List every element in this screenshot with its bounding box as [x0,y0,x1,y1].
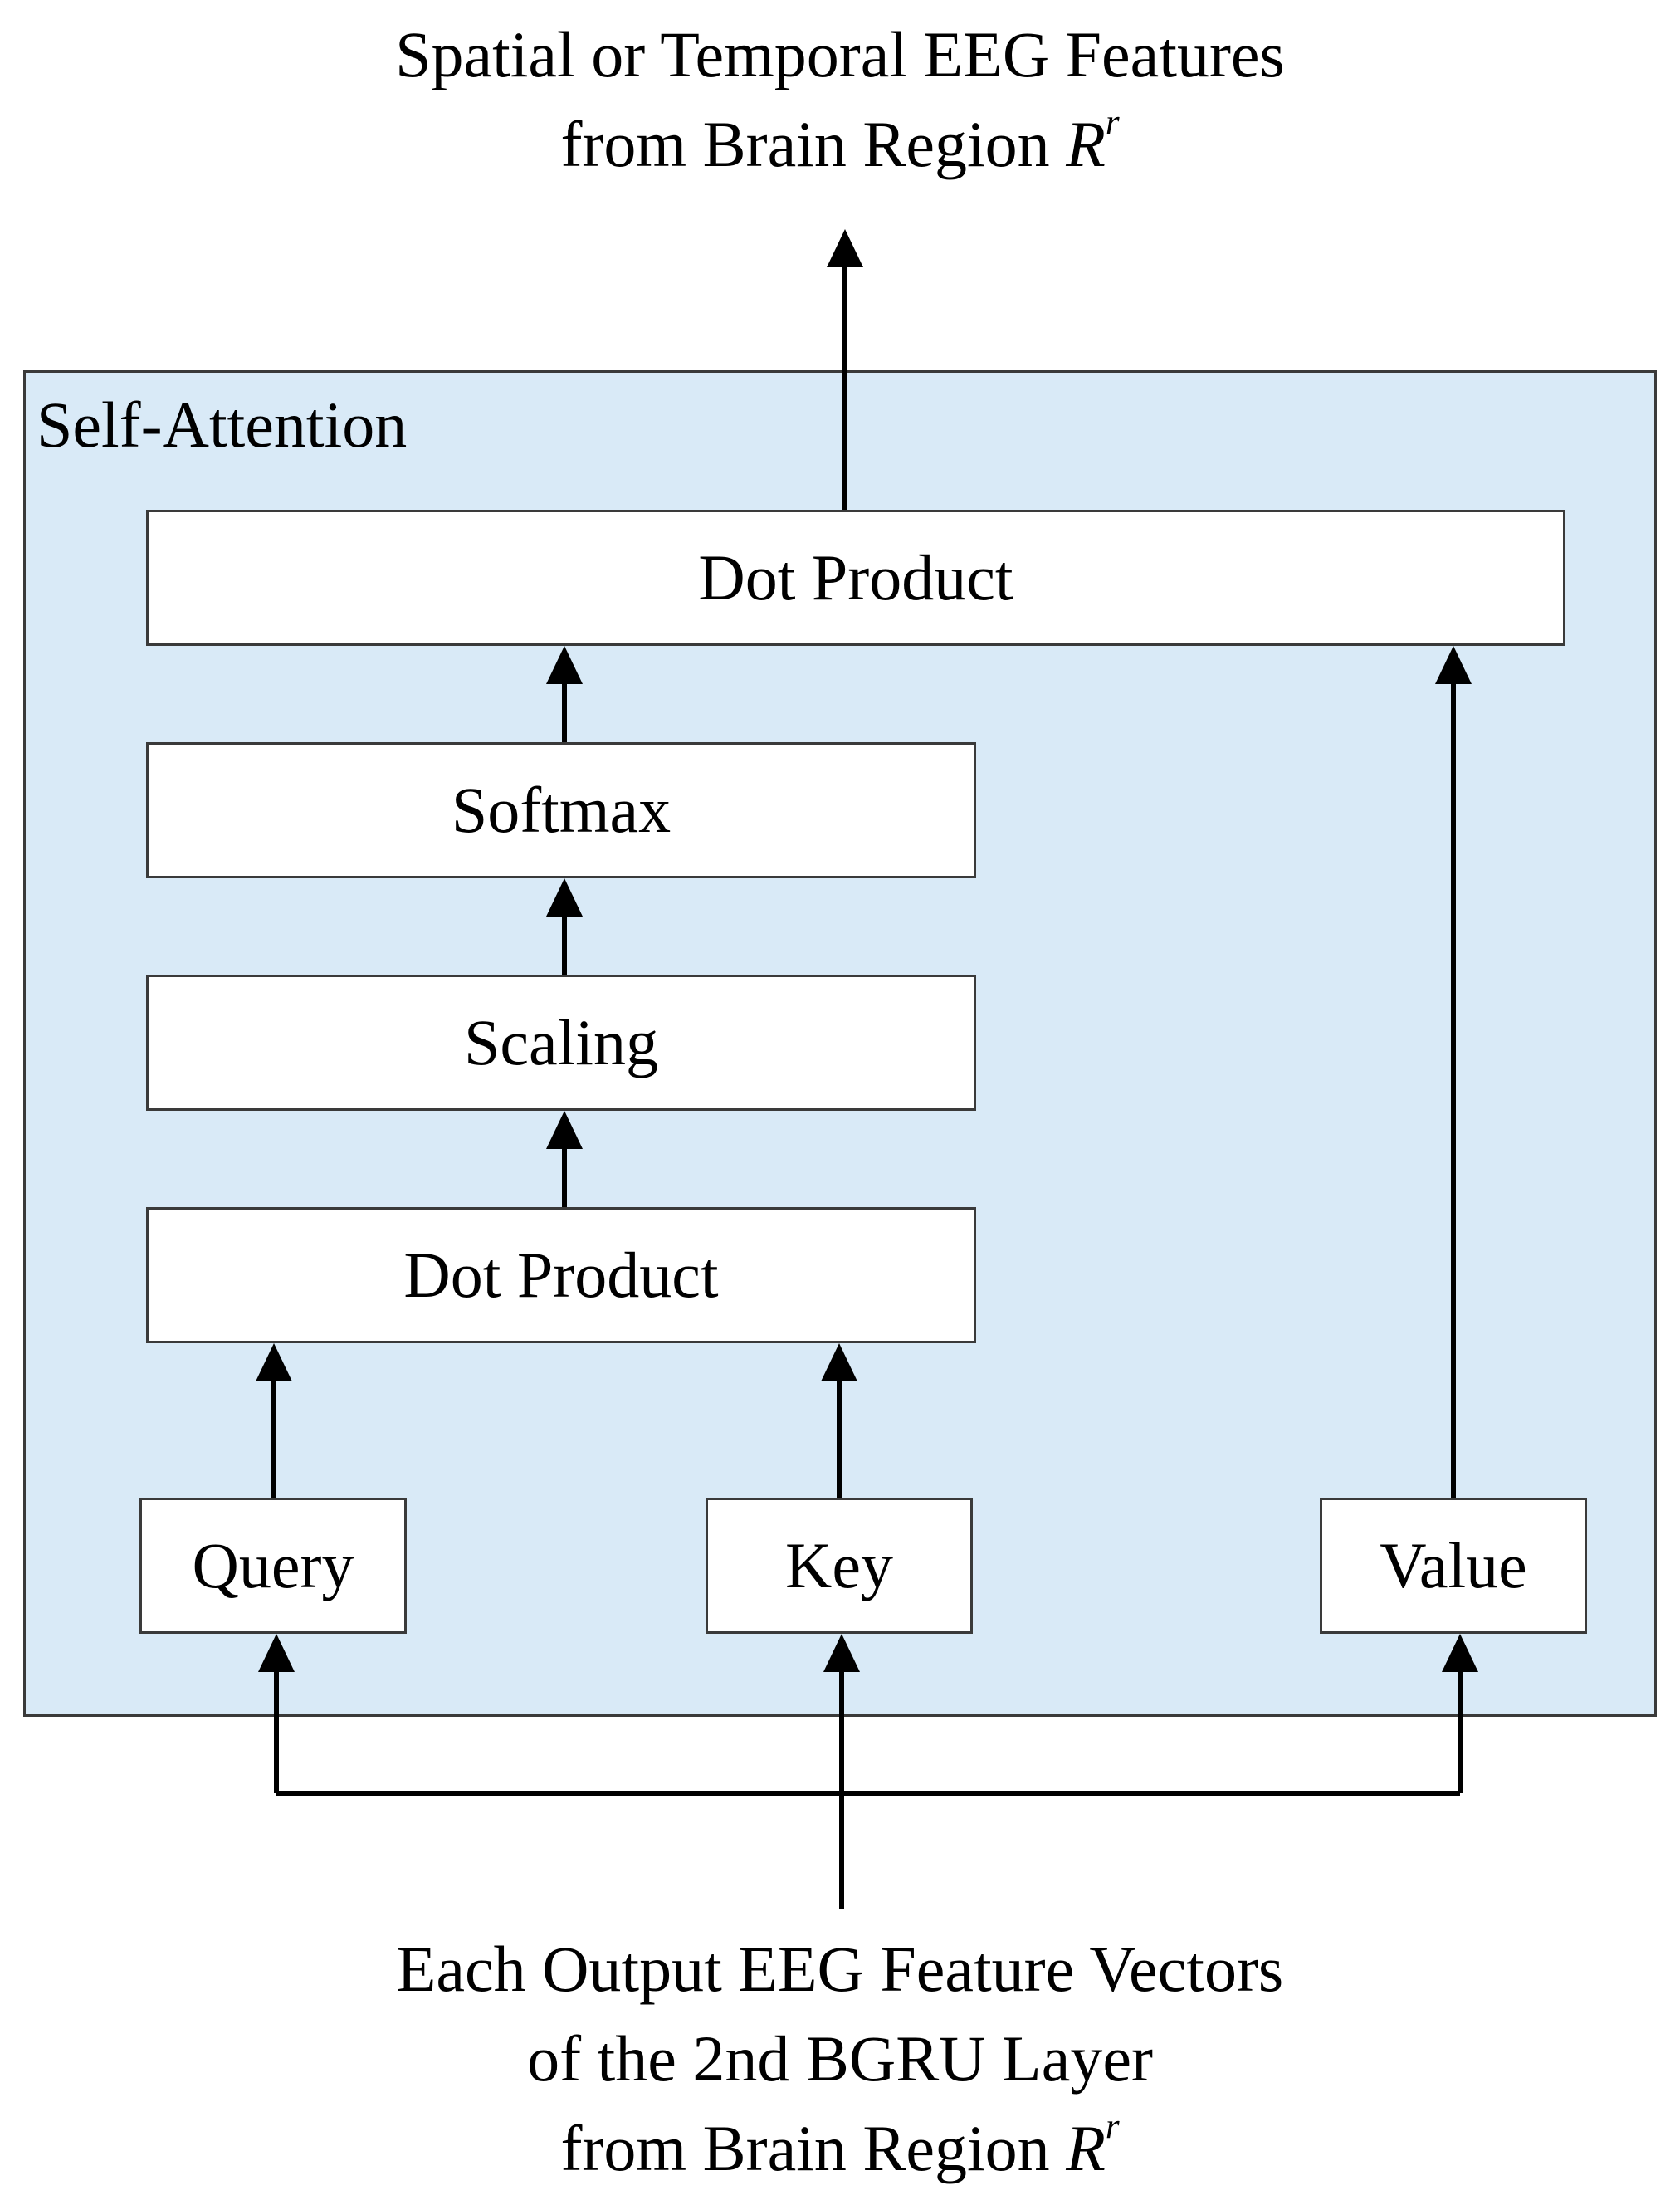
input-region-variable: R [1066,2112,1106,2184]
scaling-box: Scaling [146,975,976,1111]
output-caption-line-2: from Brain Region Rr [0,100,1680,189]
input-caption: Each Output EEG Feature Vectors of the 2… [0,1924,1680,2193]
region-variable: R [1066,108,1106,180]
softmax-box: Softmax [146,742,976,878]
input-region-superscript: r [1105,2107,1120,2147]
dot-product-output-box: Dot Product [146,510,1565,646]
region-superscript: r [1105,103,1120,143]
panel-title: Self-Attention [37,389,408,461]
input-caption-line-1: Each Output EEG Feature Vectors [396,1933,1284,2005]
query-box: Query [139,1498,407,1634]
arrowhead-output [827,229,863,267]
output-caption-line-1: Spatial or Temporal EEG Features [395,18,1285,90]
key-box: Key [706,1498,973,1634]
value-box: Value [1320,1498,1587,1634]
dot-product-qk-box: Dot Product [146,1207,976,1343]
input-caption-line-3-text: from Brain Region [560,2112,1067,2184]
input-caption-line-2: of the 2nd BGRU Layer [527,2022,1153,2095]
output-caption-line-2-text: from Brain Region [560,108,1067,180]
output-caption: Spatial or Temporal EEG Features from Br… [0,10,1680,189]
input-caption-line-3: from Brain Region Rr [0,2104,1680,2193]
